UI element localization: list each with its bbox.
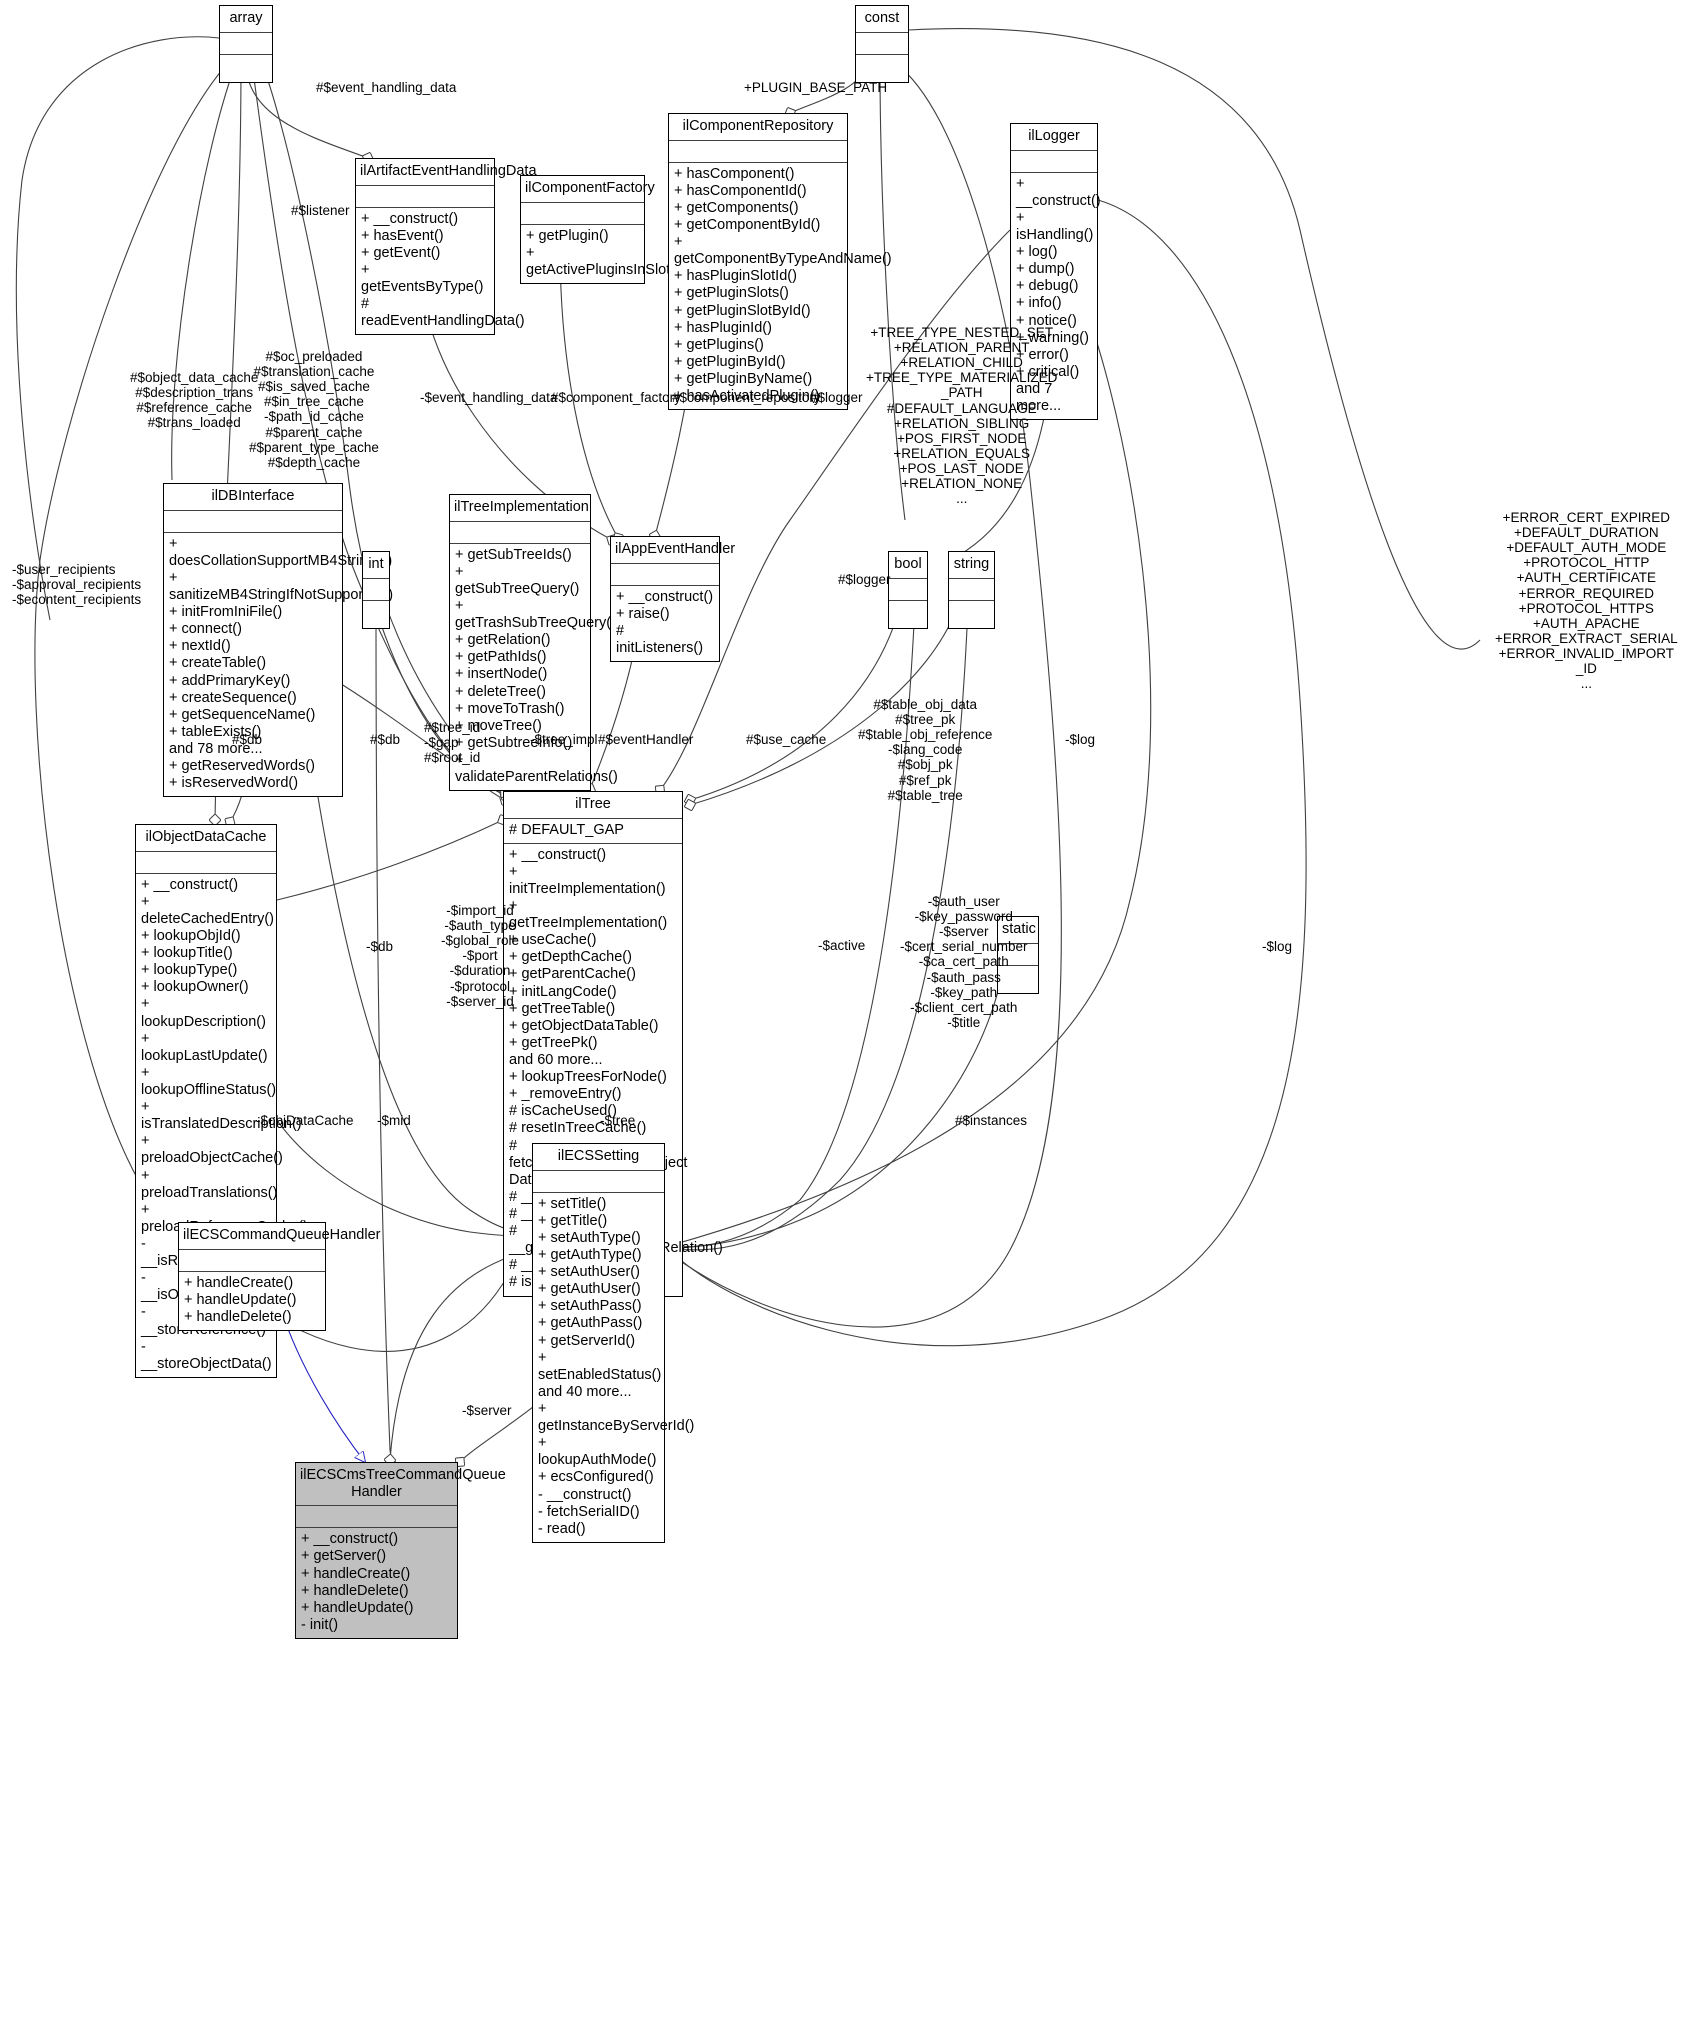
- class-node-ilArtifactEventHandlingData[interactable]: ilArtifactEventHandlingData + __construct…: [355, 158, 537, 336]
- class-node-attributes: [164, 511, 342, 533]
- edge-label-lbl-tree: -$tree: [600, 1113, 636, 1128]
- edge-label-lbl-component-factory: #$component_factory: [551, 390, 681, 405]
- class-node-operations: [949, 601, 994, 628]
- class-node-attributes: [949, 579, 994, 601]
- class-node-attributes: [889, 579, 927, 601]
- edge-label-lbl-event-handling-data-2: -$event_handling_data: [420, 390, 558, 405]
- edge-label-lbl-component-repository: #$component_repository: [672, 390, 821, 405]
- class-node-array[interactable]: array: [219, 5, 273, 83]
- class-node-title: ilObjectDataCache: [136, 825, 276, 852]
- class-node-title: ilComponentFactory: [521, 176, 655, 203]
- class-node-title: ilArtifactEventHandlingData: [356, 159, 537, 186]
- class-node-title: ilAppEventHandler: [611, 537, 735, 564]
- class-node-string[interactable]: string: [948, 551, 995, 629]
- class-node-attributes: [136, 852, 276, 874]
- class-node-attributes: [521, 203, 644, 225]
- class-node-ilComponentFactory[interactable]: ilComponentFactory + getPlugin() + getAct…: [520, 175, 680, 284]
- edge-label-lbl-objdatacache: -$objDataCache: [256, 1113, 354, 1128]
- edge-label-lbl-db-1: #$db: [232, 732, 263, 747]
- edge-label-lbl-active: -$active: [818, 938, 866, 953]
- edge-label-lbl-instances: #$instances: [955, 1113, 1028, 1128]
- class-node-attributes: [296, 1506, 457, 1529]
- class-node-attributes: [611, 564, 719, 586]
- edge-label-lbl-table-obj-data: #$table_obj_data #$tree_pk #$table_obj_r…: [858, 697, 993, 803]
- class-node-attributes: [998, 944, 1038, 966]
- class-node-operations: + __construct() + raise() # initListener…: [616, 588, 714, 656]
- edge-label-lbl-plugin-base-path: +PLUGIN_BASE_PATH: [744, 80, 888, 95]
- class-node-operations: + getSubTreeIds() + getSubTreeQuery() + …: [455, 546, 618, 786]
- class-node-title: array: [220, 6, 272, 33]
- class-node-ilTreeImplementation[interactable]: ilTreeImplementation + getSubTreeIds() + …: [449, 494, 618, 792]
- class-node-attributes: [363, 579, 389, 601]
- class-node-operations: + setTitle() + getTitle() + setAuthType(…: [538, 1195, 695, 1537]
- class-node-title: ilComponentRepository: [669, 114, 847, 141]
- edge-label-lbl-object-data-cache-group: #$object_data_cache #$description_trans …: [130, 370, 259, 431]
- class-node-title: ilTreeImplementation: [450, 495, 590, 522]
- class-node-title: int: [363, 552, 389, 579]
- edge-label-lbl-mid: -$mid: [377, 1113, 411, 1128]
- class-node-title: ilTree: [504, 792, 682, 819]
- edge-label-lbl-event-handling-data-top: #$event_handling_data: [316, 80, 457, 95]
- edge-label-lbl-ecs-constants: +ERROR_CERT_EXPIRED +DEFAULT_DURATION +D…: [1495, 510, 1678, 692]
- class-node-attributes: [533, 1171, 664, 1193]
- class-node-bool[interactable]: bool: [888, 551, 928, 629]
- class-node-ilComponentRepository[interactable]: ilComponentRepository + hasComponent() + …: [668, 113, 892, 411]
- class-node-ilDBInterface[interactable]: ilDBInterface + doesCollationSupportMB4St…: [163, 483, 394, 798]
- class-node-const[interactable]: const: [855, 5, 909, 83]
- class-node-attributes: [450, 522, 590, 544]
- class-node-title: static: [998, 917, 1038, 944]
- edge-label-lbl-logger-2: #$logger: [838, 572, 891, 587]
- class-node-title: ilECSCommandQueueHandler: [179, 1223, 380, 1250]
- class-node-operations: + __construct() + isHandling() + log() +…: [1016, 175, 1101, 415]
- class-node-attributes: [220, 33, 272, 55]
- class-node-title: string: [949, 552, 994, 579]
- edge-label-lbl-log-2: -$log: [1262, 939, 1293, 954]
- class-node-attributes: [179, 1250, 325, 1272]
- class-node-operations: [856, 55, 908, 82]
- class-node-title: ilLogger: [1011, 124, 1097, 151]
- class-node-attributes: # DEFAULT_GAP: [504, 819, 682, 844]
- edge-label-lbl-event-handler: #$eventHandler: [598, 732, 694, 747]
- class-node-static[interactable]: static: [997, 916, 1039, 994]
- class-node-attributes: [1011, 151, 1097, 173]
- class-node-operations: [220, 55, 272, 82]
- class-node-operations: + getPlugin() + getActivePluginsInSlot(): [526, 227, 680, 278]
- class-node-operations: + handleCreate() + handleUpdate() + hand…: [184, 1274, 297, 1325]
- edge-label-lbl-server: -$server: [462, 1403, 512, 1418]
- edge-label-lbl-oc-preloaded-group: #$oc_preloaded #$translation_cache #$is_…: [249, 349, 379, 470]
- class-node-title: ilECSSetting: [533, 1144, 664, 1171]
- class-node-title: ilDBInterface: [164, 484, 342, 511]
- edge-label-lbl-tree-constants: +TREE_TYPE_NESTED_SET +RELATION_PARENT +…: [866, 325, 1058, 507]
- class-node-int[interactable]: int: [362, 551, 390, 629]
- class-node-title: bool: [889, 552, 927, 579]
- class-node-operations: [889, 601, 927, 628]
- class-node-operations: + doesCollationSupportMB4Strings() + san…: [169, 535, 394, 792]
- edge-label-lbl-user-recipients: -$user_recipients -$approval_recipients …: [12, 562, 142, 608]
- class-node-attributes: [669, 141, 847, 163]
- class-node-ilECSCommandQueueHandler[interactable]: ilECSCommandQueueHandler + handleCreate()…: [178, 1222, 380, 1331]
- class-node-attributes: [356, 186, 494, 208]
- edge-label-lbl-use-cache: #$use_cache: [746, 732, 827, 747]
- edge-label-lbl-logger-top: #$logger: [810, 390, 863, 405]
- class-node-ilLogger[interactable]: ilLogger + __construct() + isHandling() +…: [1010, 123, 1101, 421]
- edge-label-lbl-tree-impl: -$tree_impl: [530, 732, 598, 747]
- class-node-operations: + __construct() + getServer() + handleCr…: [301, 1531, 414, 1633]
- edge-label-lbl-listener: #$listener: [291, 203, 350, 218]
- class-node-operations: + __construct() + hasEvent() + getEvent(…: [361, 210, 525, 330]
- edge-label-lbl-db-3: -$db: [366, 939, 394, 954]
- class-node-ilECSSetting[interactable]: ilECSSetting + setTitle() + getTitle() + …: [532, 1143, 695, 1543]
- edge-label-lbl-log-1: -$log: [1065, 732, 1096, 747]
- class-node-ilECSCmsTreeCommandQueueHandler[interactable]: ilECSCmsTreeCommandQueue Handler + __cons…: [295, 1462, 506, 1639]
- class-node-operations: [363, 601, 389, 628]
- edge-label-lbl-tree-id: #$tree_id -$gap #$root_id: [424, 720, 481, 766]
- class-node-attributes: [856, 33, 908, 55]
- edge-label-lbl-auth-user: -$auth_user -$key_password -$server -$ce…: [900, 894, 1028, 1030]
- edge-label-lbl-db-2: #$db: [370, 732, 401, 747]
- class-node-operations: + hasComponent() + hasComponentId() + ge…: [674, 165, 892, 405]
- class-node-title: const: [856, 6, 908, 33]
- class-node-title: ilECSCmsTreeCommandQueue Handler: [296, 1463, 506, 1507]
- class-node-ilAppEventHandler[interactable]: ilAppEventHandler + __construct() + raise…: [610, 536, 735, 663]
- edge-label-lbl-import-id: -$import_id -$auth_type -$global_role -$…: [441, 903, 520, 1009]
